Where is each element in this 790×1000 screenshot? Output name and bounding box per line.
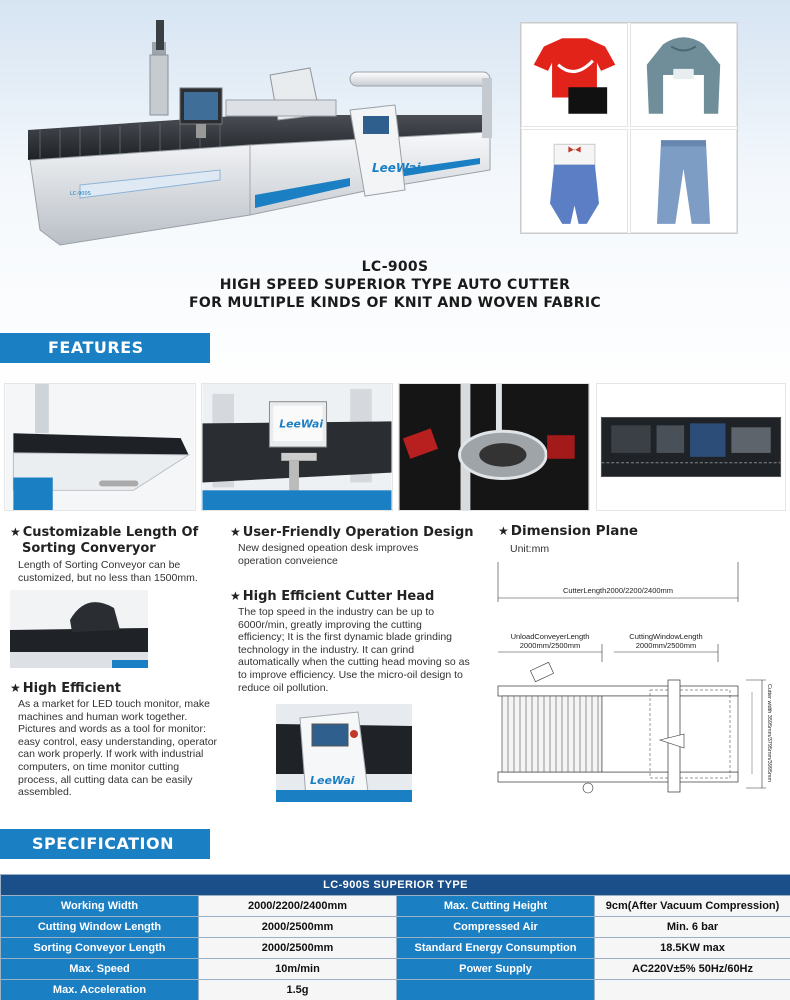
cutter-head-photo (398, 383, 590, 511)
star-icon: ★ (498, 524, 509, 538)
unload-conveyor-label: UnloadConveyerLength 2000mm/2500mm (510, 632, 590, 650)
svg-text:LeeWai: LeeWai (372, 161, 421, 175)
spec-value: 9cm(After Vacuum Compression) (593, 895, 790, 917)
cutting-window-label: CuttingWindowLength 2000mm/2500mm (629, 632, 703, 650)
spec-value: AC220V±5% 50Hz/60Hz (593, 958, 790, 980)
baby-overall-sample-image (521, 129, 628, 233)
dimension-title: ★Dimension Plane (498, 523, 639, 539)
title-line-1: HIGH SPEED SUPERIOR TYPE AUTO CUTTER (219, 277, 571, 293)
cutter-length-label: CutterLength2000/2200/2400mm (562, 586, 674, 595)
feature-cutter-title: ★High Efficient Cutter Head (230, 589, 435, 604)
spec-header-row: LC-900S SUPERIOR TYPE (0, 874, 790, 896)
spec-label (396, 979, 595, 1000)
table-row: Working Width 2000/2200/2400mm Max. Cutt… (0, 895, 790, 917)
star-icon: ★ (10, 681, 21, 695)
feature-dimension-plane: ★Dimension Plane Unit:mm (498, 523, 698, 556)
jeans-sample-image (630, 129, 737, 233)
electrical-cabinet-photo (596, 383, 786, 511)
feature-operation-design: ★User-Friendly Operation Design New desi… (230, 524, 480, 567)
operation-desk-photo: LeeWai (201, 383, 393, 511)
spec-label: Compressed Air (396, 916, 595, 938)
dimension-plane-diagram: CutterLength2000/2200/2400mm UnloadConve… (494, 562, 786, 802)
feature-efficient-title: ★High Efficient (10, 681, 122, 696)
table-row: Cutting Window Length 2000/2500mm Compre… (0, 916, 790, 938)
spec-label: Cutting Window Length (0, 916, 199, 938)
svg-text:LC-900S: LC-900S (70, 191, 91, 197)
svg-text:LeeWai: LeeWai (279, 417, 323, 430)
table-row: Max. Acceleration 1.5g (0, 979, 790, 1000)
product-title-block: LC-900S HIGH SPEED SUPERIOR TYPE AUTO CU… (0, 258, 790, 312)
star-icon: ★ (10, 525, 21, 539)
spec-label: Sorting Conveyor Length (0, 937, 199, 959)
star-icon: ★ (230, 525, 241, 539)
specification-table: LC-900S SUPERIOR TYPE Working Width 2000… (0, 874, 790, 1000)
features-section-header: FEATURES (0, 333, 210, 363)
spec-value: 10m/min (198, 958, 397, 980)
spec-label: Standard Energy Consumption (396, 937, 595, 959)
spec-label: Max. Cutting Height (396, 895, 595, 917)
sorting-conveyor-photo (4, 383, 196, 511)
cutter-width-label: Cutter width 3595mm/3795mm/3995mm (766, 683, 772, 783)
spec-label: Max. Acceleration (0, 979, 199, 1000)
feature-high-efficient: ★High Efficient As a market for LED touc… (10, 680, 220, 799)
dimension-unit: Unit:mm (510, 543, 550, 555)
hero-machine-image: LeeWai LC-900S (20, 20, 500, 250)
feature-sorting-conveyor: ★Customizable Length Of Sorting Converyo… (10, 524, 220, 584)
model-number: LC-900S (361, 259, 429, 275)
control-box-photo: LeeWai (276, 704, 412, 802)
hoodie-sample-image (630, 23, 737, 127)
spec-label: Max. Speed (0, 958, 199, 980)
specification-section-header: SPECIFICATION (0, 829, 210, 859)
table-row: Sorting Conveyor Length 2000/2500mm Stan… (0, 937, 790, 959)
feature-cutter-body: The top speed in the industry can be up … (238, 606, 470, 694)
spec-value: 2000/2500mm (198, 937, 397, 959)
product-sample-grid (520, 22, 738, 234)
spec-label: Working Width (0, 895, 199, 917)
feature-operation-title: ★User-Friendly Operation Design (230, 525, 474, 540)
star-icon: ★ (230, 589, 241, 603)
table-row: Max. Speed 10m/min Power Supply AC220V±5… (0, 958, 790, 980)
tshirt-sample-image (521, 23, 628, 127)
spec-value: 2000/2500mm (198, 916, 397, 938)
svg-text:LeeWai: LeeWai (310, 774, 355, 787)
spec-value: Min. 6 bar (593, 916, 790, 938)
spec-value (593, 979, 790, 1000)
feature-operation-body: New designed opeation desk improves oper… (238, 542, 419, 567)
sorting-detail-photo (10, 590, 148, 668)
title-line-2: FOR MULTIPLE KINDS OF KNIT AND WOVEN FAB… (189, 295, 601, 311)
feature-sorting-body: Length of Sorting Conveyor can be custom… (18, 559, 198, 584)
feature-cutter-head: ★High Efficient Cutter Head The top spee… (230, 588, 480, 694)
spec-value: 2000/2200/2400mm (198, 895, 397, 917)
feature-sorting-title: ★Customizable Length Of Sorting Converyo… (10, 525, 199, 556)
spec-value: 1.5g (198, 979, 397, 1000)
spec-table-title: LC-900S SUPERIOR TYPE (0, 874, 790, 896)
spec-label: Power Supply (396, 958, 595, 980)
spec-value: 18.5KW max (593, 937, 790, 959)
feature-efficient-body: As a market for LED touch monitor, make … (18, 698, 218, 799)
